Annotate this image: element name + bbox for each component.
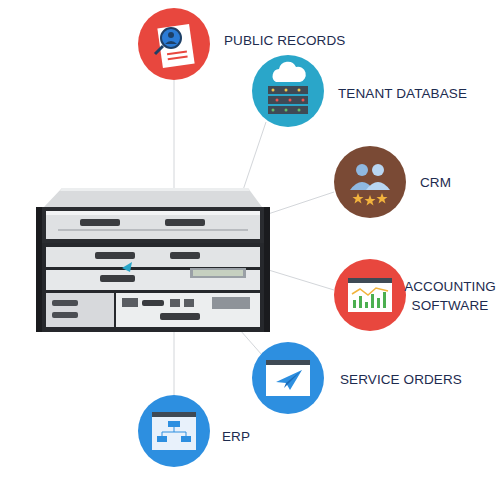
circle-fill bbox=[138, 8, 210, 80]
people-rating-icon bbox=[350, 164, 390, 206]
icon-circle-node: PUBLIC RECORDS bbox=[137, 7, 211, 81]
node-label: PUBLIC RECORDS bbox=[224, 31, 345, 50]
circle-fill bbox=[334, 259, 406, 331]
org-chart-window-icon bbox=[152, 412, 196, 450]
circle-fill bbox=[252, 342, 324, 414]
icon-circle-node: ACCOUNTING SOFTWARE bbox=[333, 258, 407, 332]
circle-fill bbox=[138, 395, 210, 467]
circle-fill bbox=[334, 146, 406, 218]
circle-fill bbox=[252, 55, 324, 127]
node-label: ERP bbox=[222, 427, 250, 446]
node-label: SERVICE ORDERS bbox=[340, 370, 462, 389]
document-search-icon bbox=[155, 24, 195, 68]
chart-window-icon bbox=[348, 278, 392, 312]
circle-outline bbox=[333, 258, 407, 332]
icon-circle-node: ERP bbox=[137, 394, 211, 468]
paper-plane-window-icon bbox=[266, 360, 310, 396]
circle-outline bbox=[137, 7, 211, 81]
icon-circle-node: TENANT DATABASE bbox=[251, 54, 325, 128]
circle-outline bbox=[137, 394, 211, 468]
circle-outline bbox=[251, 54, 325, 128]
cloud-database-icon bbox=[268, 62, 308, 114]
circle-outline bbox=[333, 145, 407, 219]
icon-circle-node: SERVICE ORDERS bbox=[251, 341, 325, 415]
server-chassis bbox=[36, 188, 270, 332]
node-label: ACCOUNTING SOFTWARE bbox=[402, 277, 498, 315]
node-label: TENANT DATABASE bbox=[338, 84, 467, 103]
icon-circle-node: CRM bbox=[333, 145, 407, 219]
circle-outline bbox=[251, 341, 325, 415]
node-label: CRM bbox=[420, 173, 451, 192]
